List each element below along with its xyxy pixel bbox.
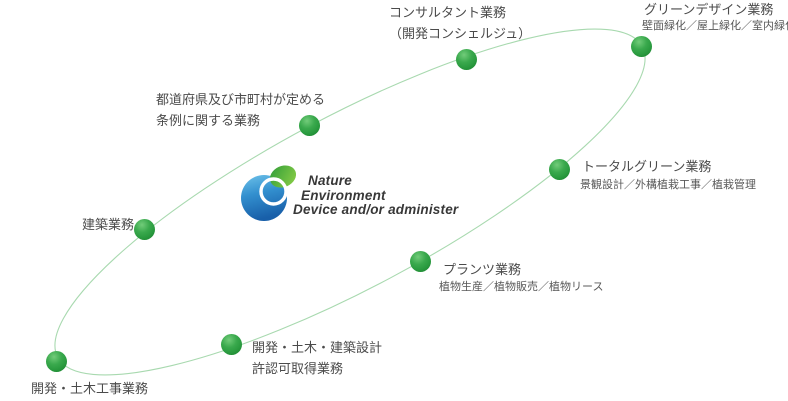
node-title-architecture: 建築業務	[82, 217, 135, 232]
logo-leaf-icon	[269, 165, 297, 188]
node-title-total-green: トータルグリーン業務	[582, 159, 712, 174]
logo-ring-icon	[259, 177, 288, 206]
node-label-dev-design: 開発・土木・建築設計 許認可取得業務	[252, 337, 382, 379]
node-title-line: （開発コンシェルジュ）	[389, 26, 532, 41]
node-dot-dev-design	[221, 334, 242, 355]
node-subtitle-total-green: 景観設計／外構植栽工事／植栽管理	[580, 179, 756, 191]
node-title-line: 条例に関する業務	[156, 113, 261, 128]
node-dot-architecture	[134, 219, 155, 240]
node-dot-total-green	[549, 159, 570, 180]
node-dot-plants	[410, 251, 431, 272]
node-dot-green-design	[631, 36, 652, 57]
node-subtitle-plants: 植物生産／植物販売／植物リース	[439, 281, 604, 293]
node-title-line: 都道府県及び市町村が定める	[156, 92, 326, 107]
node-title-line: 開発・土木・建築設計	[252, 340, 383, 355]
node-title-plants: プランツ業務	[443, 262, 522, 277]
node-title-line: コンサルタント業務	[389, 5, 507, 20]
node-title-green-design: グリーンデザイン業務	[644, 2, 774, 17]
node-title-line: 許認可取得業務	[252, 361, 344, 376]
logo-text-line1: Nature	[308, 173, 352, 188]
node-label-ordinance: 都道府県及び市町村が定める 条例に関する業務	[156, 89, 325, 131]
logo-text-line3: Device and/or administer	[293, 202, 459, 217]
node-title-civil-works: 開発・土木工事業務	[31, 381, 149, 396]
logo-mark-icon	[241, 165, 297, 221]
node-label-consultant: コンサルタント業務 （開発コンシェルジュ）	[389, 2, 531, 44]
node-dot-civil-works	[46, 351, 67, 372]
logo-text-line2: Environment	[301, 188, 386, 203]
node-dot-consultant	[456, 49, 477, 70]
node-dot-ordinance	[299, 115, 320, 136]
node-subtitle-green-design: 壁面緑化／屋上緑化／室内緑化	[642, 20, 788, 32]
